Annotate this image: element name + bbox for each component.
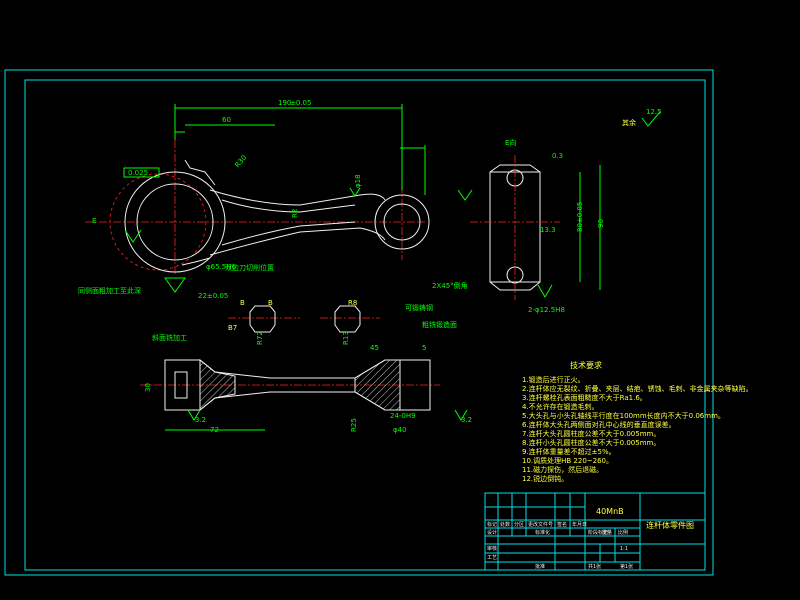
dim-45: 45 [370, 344, 379, 352]
side-label-e: E向 [505, 138, 516, 147]
note-mid-a: 斜面铣加工 [152, 333, 187, 342]
dim-bore-tol: 0.025 [128, 169, 148, 177]
tech-line-3: 3.连杆螺栓孔表面粗糙度不大于Ra1.6。 [522, 393, 647, 402]
dim-60: 60 [222, 116, 231, 124]
tech-line-12: 12.锐边倒钝。 [522, 474, 568, 483]
dim-r13: R13 [342, 331, 350, 345]
section-b7: B7 [228, 324, 237, 332]
tb-zone: 分区 [514, 521, 524, 528]
tb-sign: 签名 [557, 521, 567, 528]
tech-line-9: 9.连杆体重量差不超过±5%。 [522, 447, 616, 456]
dim-r25: R25 [350, 418, 358, 432]
note-big-hole: 双边刀切削位置 [225, 263, 274, 272]
side-dim-90: 90 [597, 219, 605, 228]
tech-requirements: 技术要求 1.锻造后进行正火。 2.连杆体应无裂纹、折叠、夹层、结疤、锈蚀、毛刺… [522, 360, 753, 483]
tech-line-7: 7.连杆大头孔圆柱度公差不大于0.005mm。 [522, 429, 660, 438]
tb-date: 年月日 [572, 521, 587, 528]
tb-change: 更改文件号 [528, 521, 553, 528]
dim-30: 30 [144, 383, 152, 392]
tech-line-1: 1.锻造后进行正火。 [522, 375, 585, 384]
tech-line-6: 6.连杆体大头孔两侧面对孔中心线的垂直度误差。 [522, 420, 676, 429]
tech-title: 技术要求 [570, 360, 602, 370]
dim-tolerance: ±0.05 [290, 99, 311, 107]
tb-approve: 批准 [535, 563, 545, 570]
dim-big-bore: φ65.5H6 [206, 263, 236, 271]
note-mid-b: 可锻铸钢 [405, 303, 433, 312]
inner-frame [24, 79, 706, 571]
dim-r30: R30 [233, 154, 248, 170]
label-e: E [92, 217, 96, 225]
side-hole: 2-φ12.5H8 [528, 306, 565, 314]
tech-line-11: 11.磁力探伤，然后退磁。 [522, 465, 603, 474]
tb-ratio: 比例 [618, 529, 628, 536]
tb-review: 审核 [487, 545, 497, 552]
side-chamfer: 2X45°倒角 [432, 281, 468, 290]
tech-line-5: 5.大头孔与小头孔轴线平行度在100mm长度内不大于0.06mm。 [522, 411, 725, 420]
tb-sheet: 第1张 [620, 563, 633, 570]
tb-stage: 阶段标记 [588, 529, 608, 536]
tb-standard: 标准化 [535, 529, 550, 536]
tech-line-8: 8.连杆小头孔圆柱度公差不大于0.005mm。 [522, 438, 660, 447]
drawing-title: 连杆体零件图 [646, 520, 694, 530]
note-left-bottom: 同侧面粗加工至此深 [78, 286, 141, 295]
side-dim-80: 80±0.05 [576, 202, 584, 232]
dim-small-bore: φ18 [354, 174, 362, 188]
side-view: E向 80±0.05 90 0.3 13.3 2-φ12.5H8 2X45°倒角 [432, 138, 605, 314]
tb-mark: 标记 [487, 521, 497, 528]
dim-r2: R2 [291, 209, 299, 218]
tech-line-4: 4.不允许存在锻造毛刺。 [522, 402, 599, 411]
material: 40MnB [596, 507, 624, 516]
dim-40: φ40 [393, 426, 407, 434]
tb-design: 设计 [487, 529, 497, 536]
tech-line-10: 10.调质处理HB 220~260。 [522, 456, 613, 465]
dim-overall-length: 190 [278, 99, 291, 107]
tech-line-2: 2.连杆体应无裂纹、折叠、夹层、结疤、锈蚀、毛刺、非金属夹杂等缺陷。 [522, 384, 753, 393]
dim-24: 24-0H9 [390, 412, 416, 420]
dim-width-22: 22±0.05 [198, 292, 228, 300]
section-b-left: B [240, 299, 245, 307]
roughness-label: 其余 [622, 118, 636, 127]
tb-process: 工艺 [487, 555, 497, 561]
rough-b4-left: 3.2 [195, 416, 206, 424]
roughness-note: 其余 12.5 [622, 108, 662, 127]
tb-count: 处数 [500, 521, 510, 528]
outer-frame [4, 69, 714, 576]
title-block: 40MnB 连杆体零件图 标记 处数 分区 更改文件号 签名 年月日 设计 审核… [484, 492, 706, 571]
front-view: 190 ±0.05 60 R30 0.025 E φ65.5H6 φ18 同侧面… [78, 99, 430, 300]
note-right-a: 粗铣锻造面 [422, 320, 457, 329]
dim-r72: R72 [256, 331, 264, 345]
section-b-right: B [268, 299, 273, 307]
tb-sheets-total: 共1张 [588, 563, 601, 570]
side-top: 0.3 [552, 152, 563, 160]
side-133: 13.3 [540, 226, 556, 234]
tb-weight: 重量 [602, 529, 612, 536]
roughness-value: 12.5 [646, 108, 662, 116]
section-r8: R8 [348, 299, 357, 307]
section-cuts: B B B7 R8 R72 R13 [228, 299, 380, 345]
tb-scale: 1:1 [620, 546, 628, 552]
plan-view: 30 72 45 5 24-0H9 φ40 R25 斜面铣加工 可锻铸钢 粗铣锻… [140, 303, 472, 434]
dim-5: 5 [422, 344, 426, 352]
rough-b4-right: 3.2 [461, 416, 472, 424]
